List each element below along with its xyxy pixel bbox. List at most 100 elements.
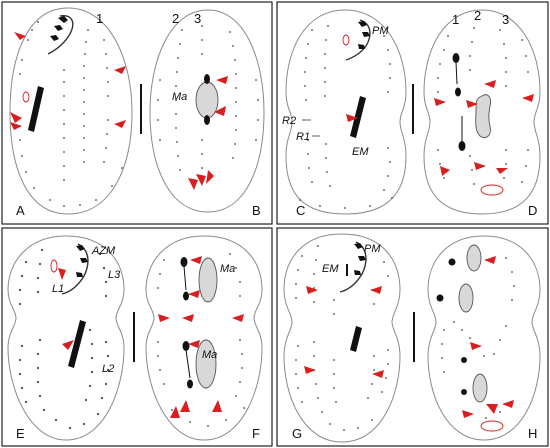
macronucleus-h-1: [466, 244, 482, 272]
arrow-a-5: [114, 120, 126, 128]
label-e-l2: L2: [102, 363, 114, 375]
arrow-d-5: [440, 166, 450, 176]
kinety-number-d-1: 1: [452, 12, 459, 27]
micronucleus-d-3: [458, 141, 466, 151]
label-g-pm: PM: [364, 243, 381, 255]
cell-outline-h: [427, 235, 541, 441]
kineties-f: [157, 253, 245, 427]
label-c-pm: PM: [372, 25, 389, 37]
arrow-f-4: [182, 314, 194, 322]
panel-d: 1 2 3 D: [423, 8, 541, 218]
label-c-em: EM: [352, 146, 369, 158]
panel-letter-c: C: [296, 203, 305, 218]
micronucleus-f-4: [187, 379, 193, 389]
panel-g: PM EM G: [283, 233, 401, 443]
micronucleus-h-3: [461, 357, 467, 363]
arrow-c-1: [346, 114, 358, 122]
red-ellipse-d: [480, 184, 504, 196]
new-oral-g: [350, 326, 362, 352]
micronucleus-b-2: [204, 115, 210, 125]
label-g-em: EM: [322, 263, 339, 275]
azm-membranelles-e: [76, 245, 88, 277]
panel-f: Ma Ma F: [145, 235, 263, 441]
arrow-d-7: [496, 168, 508, 174]
spindle-d-1: [455, 61, 458, 85]
kineties-e: [18, 248, 110, 430]
macronucleus-h-3: [472, 373, 488, 403]
arrow-d-6: [474, 162, 486, 170]
pm-c: [345, 19, 371, 61]
arrow-h-3: [486, 404, 498, 414]
pm-membranelles-g: [354, 243, 366, 275]
arrow-f-1: [190, 256, 202, 264]
azm-e: [61, 243, 89, 295]
label-f-ma-top: Ma: [220, 263, 235, 275]
panel-letter-b: B: [252, 203, 261, 218]
kineties-g: [295, 245, 389, 431]
panel-b: Ma 2 3 B: [149, 9, 265, 218]
arrow-b-3: [188, 178, 198, 190]
micronucleus-d-2: [455, 87, 461, 97]
arrow-b-1: [216, 76, 228, 84]
arrow-f-6: [188, 340, 200, 348]
label-e-l1: L1: [52, 283, 64, 295]
arrow-e-1: [58, 268, 66, 280]
red-ellipse-c: [342, 34, 350, 46]
kineties-h: [441, 257, 515, 419]
arrow-h-5: [502, 400, 514, 408]
new-oral-e: [68, 320, 86, 368]
kineties-b: [157, 25, 259, 171]
arrow-d-2: [434, 98, 446, 106]
arrow-f-8: [180, 400, 190, 412]
macronucleus-f-bottom: [195, 339, 217, 389]
arrow-b-2: [214, 106, 226, 116]
pm-g: [339, 241, 367, 293]
kinety-number-a-1: 1: [96, 11, 103, 26]
label-f-ma-bottom: Ma: [202, 349, 217, 361]
arrow-e-2: [62, 340, 74, 350]
panel-letter-h: H: [528, 426, 537, 441]
endoral-a: [28, 86, 44, 132]
azm-membranelles-a: [50, 16, 68, 41]
cell-outline-f: [145, 235, 263, 441]
arrow-g-1: [306, 286, 318, 294]
arrow-g-2: [370, 286, 382, 294]
label-b-ma: Ma: [172, 91, 187, 103]
em-c: [350, 96, 366, 138]
arrow-b-5: [206, 170, 214, 184]
spindle-f-1: [183, 265, 187, 291]
micronucleus-d-1: [452, 53, 460, 63]
arrow-g-3: [304, 366, 316, 374]
micronucleus-h-1: [448, 258, 456, 266]
red-ellipse-a: [22, 91, 30, 103]
kinety-number-b-3: 3: [194, 11, 201, 26]
arrow-f-7: [170, 406, 180, 418]
arrow-h-4: [462, 410, 474, 418]
arrow-b-4: [196, 174, 206, 186]
arrow-d-3: [466, 100, 478, 108]
pm-membranelles-c: [358, 21, 370, 49]
em-g: [346, 264, 348, 276]
panel-a: 1 A: [9, 7, 133, 218]
micronucleus-h-2: [436, 294, 444, 302]
arrow-f-3: [158, 314, 170, 322]
label-e-l3: L3: [108, 269, 121, 281]
arrow-d-1: [484, 80, 496, 88]
panel-letter-a: A: [16, 203, 25, 218]
panel-c: PM R2 R1 EM C: [282, 9, 407, 218]
arrow-h-1: [484, 256, 496, 264]
azm-a: [47, 15, 74, 55]
panel-letter-g: G: [292, 426, 302, 441]
kinety-number-b-2: 2: [172, 11, 179, 26]
red-ellipse-e: [50, 259, 58, 273]
label-c-r2: R2: [282, 115, 296, 127]
macronucleus-f-top: [198, 257, 218, 303]
panel-h: H: [427, 235, 541, 441]
micronucleus-b-1: [204, 74, 210, 84]
spindle-f-2: [185, 349, 191, 379]
kineties-a: [19, 21, 123, 207]
arrow-f-2: [188, 290, 200, 298]
arrow-a-3: [10, 122, 22, 130]
red-ellipse-h: [480, 420, 504, 432]
panel-letter-d: D: [528, 203, 537, 218]
